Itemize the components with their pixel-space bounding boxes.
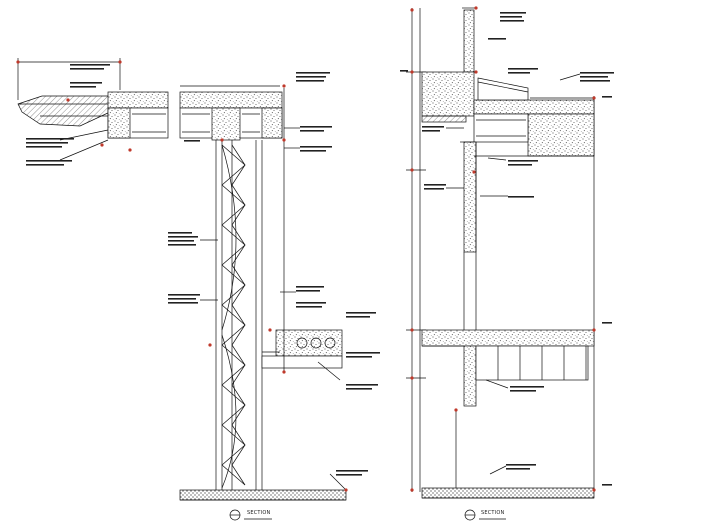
right-floor-slab	[421, 329, 595, 407]
truss-column	[215, 140, 263, 490]
right-ground-slab	[421, 487, 595, 499]
left-section-title: SECTION	[247, 510, 271, 516]
left-section	[17, 58, 347, 501]
left-annotations	[26, 64, 380, 476]
right-section-title-marker	[464, 509, 506, 521]
left-section-title-marker	[229, 509, 272, 521]
parapet-wall	[462, 7, 476, 73]
canopy-overhang	[17, 95, 111, 127]
right-section-title: SECTION	[481, 510, 505, 516]
right-dimension-markers	[410, 6, 596, 492]
right-annotations	[400, 12, 614, 486]
roof-slab	[107, 91, 283, 141]
left-dimension-markers	[16, 60, 348, 492]
right-wall	[460, 141, 594, 330]
ground-slab	[179, 489, 347, 501]
right-section	[406, 7, 595, 499]
right-roof-slab	[421, 71, 595, 157]
mid-slab	[261, 329, 343, 369]
